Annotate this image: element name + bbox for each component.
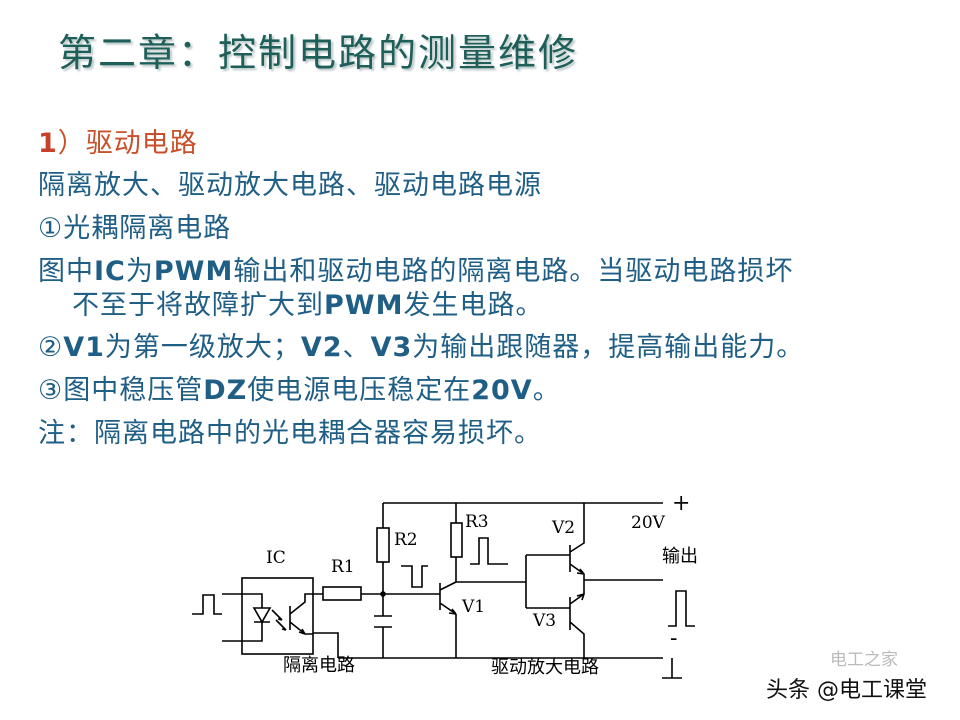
text: ①光耦隔离电路: [38, 213, 232, 244]
section-number: 1: [38, 128, 58, 159]
text-bold: PWM: [153, 256, 234, 287]
v2-label: V2: [551, 518, 575, 538]
isolation-label: 隔离电路: [283, 655, 355, 676]
text: 发生电路。: [403, 290, 544, 321]
text-line-5: ②V1为第一级放大；V2、V3为输出跟随器，提高输出能力。: [38, 332, 804, 363]
light-arrows-icon: [271, 609, 287, 631]
text-bold: 20V: [471, 375, 533, 406]
resistor-r2: [376, 527, 390, 563]
page-title: 第二章：控制电路的测量维修: [58, 31, 579, 75]
r2-label: R2: [394, 530, 418, 550]
section-heading: 1）驱动电路: [38, 128, 198, 159]
junction-dot: [380, 591, 386, 597]
plus-sign: +: [672, 491, 690, 516]
input-wires: [222, 593, 263, 642]
text: ③图中稳压管: [38, 375, 204, 406]
text-bold: V1: [63, 332, 105, 363]
text: 为第一级放大；: [104, 332, 301, 363]
text-line-6: ③图中稳压管DZ使电源电压稳定在20V。: [38, 375, 561, 406]
capacitor: [374, 615, 392, 628]
text-bold: V3: [370, 332, 413, 363]
ground-icon: [662, 658, 682, 679]
transistor-v2: [569, 503, 585, 580]
r3-label: R3: [465, 512, 489, 532]
text-bold: PWM: [324, 290, 404, 321]
led-icon: [252, 607, 272, 624]
text-line-4: 不至于将故障扩大到PWM发生电路。: [72, 290, 543, 321]
text-line-2: ①光耦隔离电路: [38, 213, 231, 244]
resistor-r3: [450, 522, 463, 558]
text-bold: DZ: [203, 375, 248, 406]
r3-pulse: [470, 537, 508, 565]
text: 。: [532, 375, 561, 406]
text: 使电源电压稳定在: [247, 375, 472, 406]
transistor-v1: [439, 581, 457, 615]
resistor-r1: [322, 586, 362, 601]
ic-optocoupler: [241, 577, 314, 655]
output-pulse: [668, 590, 695, 627]
output-label: 输出: [662, 546, 698, 567]
text: 输出和驱动电路的隔离电路。当驱动电路损坏: [233, 256, 794, 287]
minus-sign: -: [670, 626, 677, 651]
driver-label: 驱动放大电路: [491, 657, 599, 678]
section-label: ）驱动电路: [57, 128, 198, 159]
text: 不至于将故障扩大到: [72, 290, 324, 321]
text-line-1: 隔离放大、驱动放大电路、驱动电路电源: [38, 170, 542, 201]
watermark-faint: 电工之家: [830, 650, 898, 670]
text: 为: [125, 256, 154, 287]
r2-pulse: [401, 565, 428, 588]
text: 注：隔离电路中的光电耦合器容易损坏。: [38, 418, 542, 449]
ic-label: IC: [266, 548, 286, 568]
text-bold: IC: [94, 256, 126, 287]
text: ②: [38, 332, 64, 363]
v3-label: V3: [532, 611, 556, 631]
text-line-3: 图中IC为PWM输出和驱动电路的隔离电路。当驱动电路损坏: [38, 256, 793, 287]
v1-label: V1: [461, 597, 485, 617]
text: 隔离放大、驱动放大电路、驱动电路电源: [38, 170, 542, 201]
text: 为输出跟随器，提高输出能力。: [412, 332, 805, 363]
phototransistor-icon: [289, 593, 313, 635]
text-line-7: 注：隔离电路中的光电耦合器容易损坏。: [38, 418, 542, 449]
transistor-v3: [569, 580, 585, 658]
text: 图中: [38, 256, 94, 287]
watermark: 头条 @电工课堂: [766, 678, 927, 703]
r1-label: R1: [331, 557, 355, 577]
voltage-label: 20V: [631, 513, 666, 533]
text-bold: V2: [300, 332, 343, 363]
input-pulse: [192, 594, 222, 615]
text: 、: [342, 332, 371, 363]
